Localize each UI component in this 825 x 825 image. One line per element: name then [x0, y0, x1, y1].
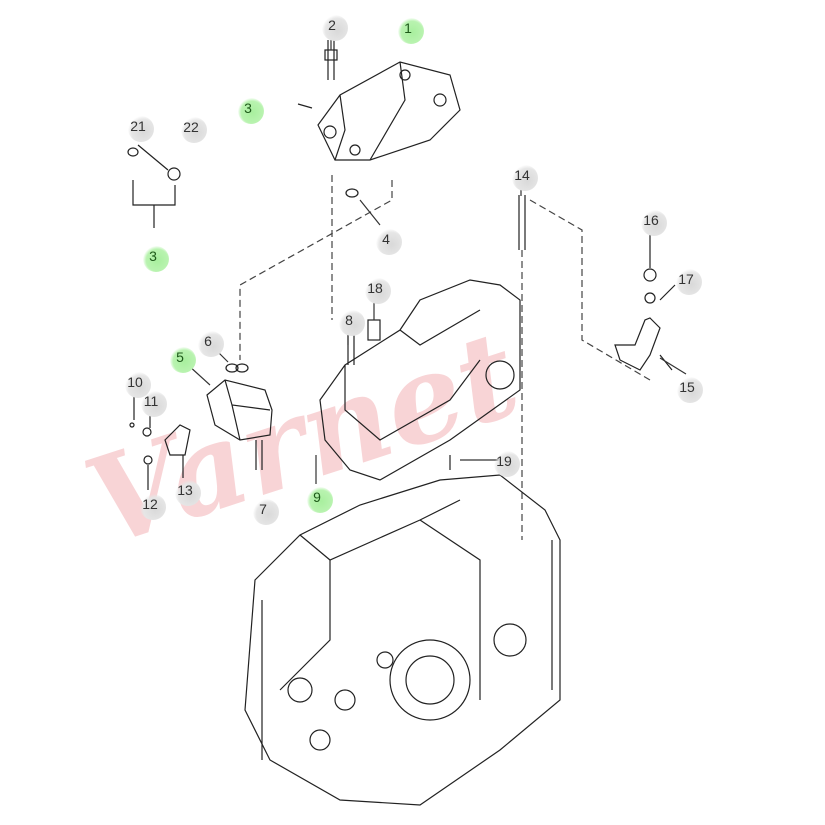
- callout-15[interactable]: 15: [677, 377, 703, 403]
- transmission-housing-part: [244, 474, 561, 806]
- callout-3[interactable]: 3: [238, 98, 264, 124]
- callout-14[interactable]: 14: [512, 165, 538, 191]
- callout-number: 19: [496, 453, 512, 469]
- callout-8[interactable]: 8: [339, 310, 365, 336]
- callout-11[interactable]: 11: [141, 391, 167, 417]
- dowel-pin: [518, 195, 526, 250]
- valve-block-part: [129, 363, 273, 490]
- callout-17[interactable]: 17: [676, 269, 702, 295]
- callout-number: 7: [259, 501, 267, 517]
- callout-21[interactable]: 21: [128, 116, 154, 142]
- callout-4[interactable]: 4: [376, 229, 402, 255]
- callout-9[interactable]: 9: [307, 487, 333, 513]
- callout-number: 5: [176, 349, 184, 365]
- callout-13[interactable]: 13: [175, 480, 201, 506]
- callout-number: 3: [244, 100, 252, 116]
- callout-5[interactable]: 5: [170, 347, 196, 373]
- callout-number: 8: [345, 312, 353, 328]
- callout-number: 14: [514, 167, 530, 183]
- callout-number: 16: [643, 212, 659, 228]
- lift-cover-part: [297, 40, 461, 198]
- callout-7[interactable]: 7: [253, 499, 279, 525]
- callout-12[interactable]: 12: [140, 494, 166, 520]
- callout-number: 10: [127, 374, 143, 390]
- callout-number: 22: [183, 119, 199, 135]
- callout-3[interactable]: 3: [143, 246, 169, 272]
- callout-number: 4: [382, 231, 390, 247]
- callout-number: 15: [679, 379, 695, 395]
- callout-16[interactable]: 16: [641, 210, 667, 236]
- callout-19[interactable]: 19: [494, 451, 520, 477]
- callout-number: 6: [204, 333, 212, 349]
- plug-and-washer: [127, 144, 181, 228]
- lift-housing-part: [319, 279, 521, 481]
- callout-number: 17: [678, 271, 694, 287]
- callout-22[interactable]: 22: [181, 117, 207, 143]
- callout-number: 11: [143, 393, 159, 409]
- callout-number: 21: [130, 118, 146, 134]
- callout-number: 9: [313, 489, 321, 505]
- callout-number: 2: [328, 17, 336, 33]
- bracket-assembly: [614, 235, 676, 371]
- callout-2[interactable]: 2: [322, 15, 348, 41]
- callout-1[interactable]: 1: [398, 18, 424, 44]
- callout-number: 12: [142, 496, 158, 512]
- assembly-lines: [239, 175, 651, 540]
- callout-6[interactable]: 6: [198, 331, 224, 357]
- callout-18[interactable]: 18: [365, 278, 391, 304]
- leader-lines: [187, 36, 687, 484]
- callout-number: 1: [404, 20, 412, 36]
- callout-number: 13: [177, 482, 193, 498]
- callout-number: 3: [149, 248, 157, 264]
- callout-number: 18: [367, 280, 383, 296]
